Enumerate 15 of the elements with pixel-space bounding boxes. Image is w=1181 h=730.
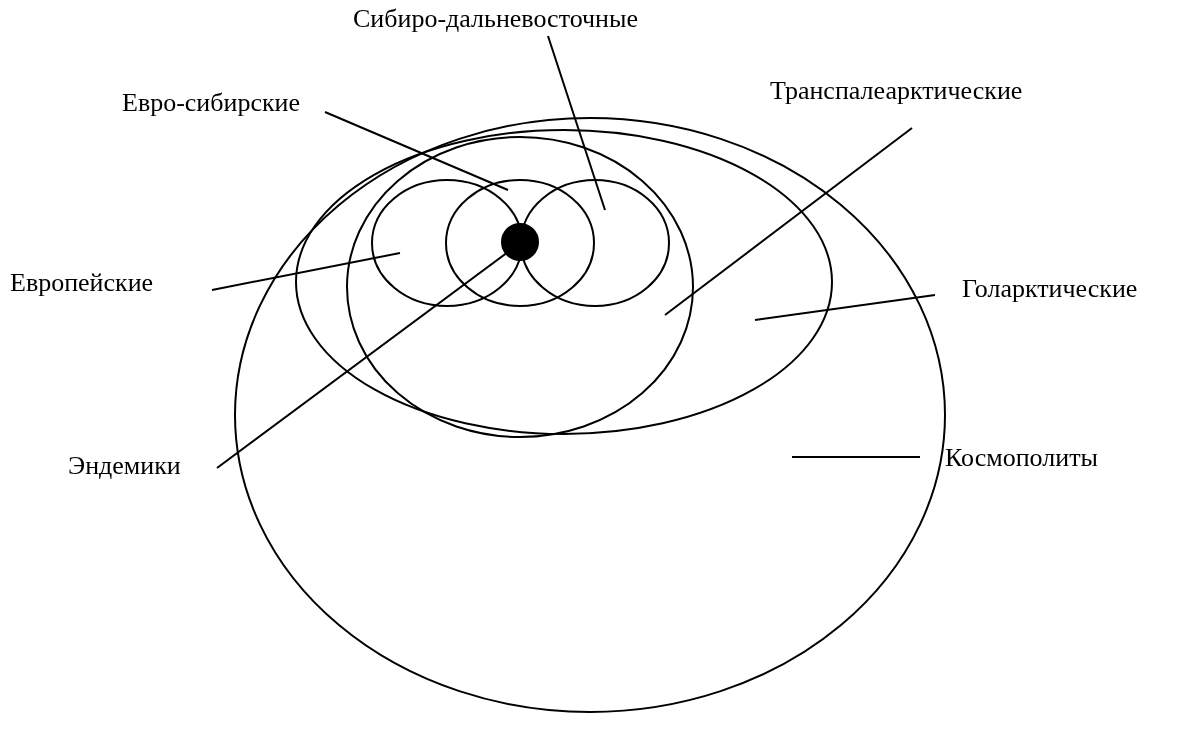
region-label: Голарктические — [962, 274, 1138, 304]
region-label: Эндемики — [68, 451, 181, 481]
leader-line — [754, 294, 936, 321]
leader-line — [211, 252, 401, 291]
region-label: Европейские — [10, 268, 154, 298]
region-label: Евро-сибирские — [122, 88, 301, 118]
leader-line — [547, 35, 606, 211]
leader-line — [216, 251, 509, 469]
circle-outline — [234, 117, 946, 713]
region-label: Сибиро-дальневосточные — [353, 4, 638, 34]
leader-line — [664, 127, 913, 316]
region-label: Космополиты — [945, 443, 1098, 473]
region-label: Транспалеарктические — [770, 76, 1023, 106]
leader-line — [791, 456, 921, 458]
leader-line — [324, 111, 509, 191]
